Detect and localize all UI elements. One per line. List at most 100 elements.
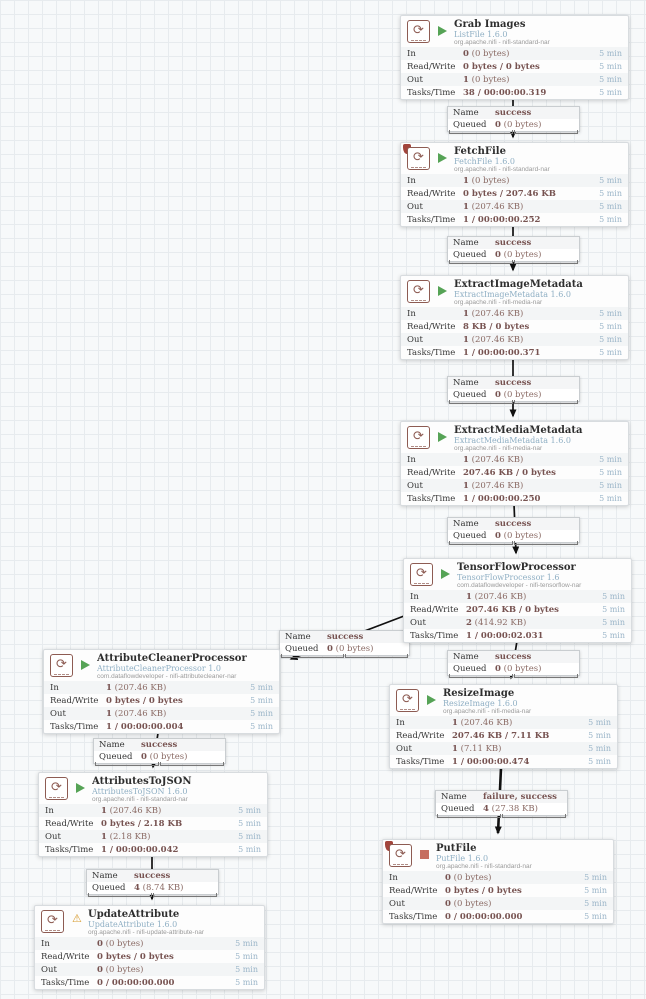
processor-name: PutFile [436, 843, 477, 854]
stat-value: 0 / 00:00:00.000 [445, 911, 523, 922]
connection-label[interactable]: Name success Queued 0 (0 bytes) [447, 376, 580, 404]
stat-period: 5 min [235, 939, 258, 948]
processor-node[interactable]: ⟳ TensorFlowProcessor TensorFlowProcesso… [403, 558, 632, 643]
connection-name-row: Name success [448, 377, 579, 389]
connection-label[interactable]: Name success Queued 0 (0 bytes) [447, 106, 580, 134]
connection-name-row: Name success [448, 237, 579, 249]
processor-header: ⟳ AttributeCleanerProcessor AttributeCle… [44, 650, 279, 681]
stat-period: 5 min [250, 709, 273, 718]
stat-value: 207.46 KB / 0 bytes [466, 604, 559, 615]
stat-label: Read/Write [41, 951, 90, 962]
stat-row: Read/Write 0 bytes / 0 bytes 5 min [35, 950, 264, 963]
connection-name-key: Name [453, 108, 479, 118]
connection-label[interactable]: Name success Queued 0 (0 bytes) [447, 650, 580, 678]
connection-queued-value: 0 (0 bytes) [495, 250, 542, 260]
processor-header: ⟳ FetchFile FetchFile 1.6.0 org.apache.n… [401, 143, 628, 174]
stat-row: Read/Write 0 bytes / 0 bytes 5 min [44, 694, 279, 707]
processor-header: ⟳ ExtractMediaMetadata ExtractMediaMetad… [401, 422, 628, 453]
processor-header: ⟳ PutFile PutFile 1.6.0 org.apache.nifi … [383, 840, 613, 871]
processor-type: TensorFlowProcessor 1.6 [457, 573, 560, 582]
stat-value: 0 (0 bytes) [445, 872, 492, 883]
processor-node[interactable]: ⟳ ExtractMediaMetadata ExtractMediaMetad… [400, 421, 629, 506]
stat-value: 1 (0 bytes) [463, 175, 510, 186]
stat-value: 1 (207.46 KB) [463, 201, 524, 212]
stat-label: In [389, 872, 398, 883]
connection-queued-key: Queued [453, 390, 487, 400]
connection-relationship: success [495, 519, 532, 529]
queue-indicator-tick [514, 674, 578, 678]
processor-name: FetchFile [454, 146, 506, 157]
processor-node[interactable]: ⟳ ExtractImageMetadata ExtractImageMetad… [400, 275, 629, 360]
processor-node[interactable]: ⟳ AttributesToJSON AttributesToJSON 1.6.… [38, 772, 268, 857]
connection-label[interactable]: Name success Queued 0 (0 bytes) [447, 236, 580, 264]
processor-node[interactable]: ⟳ ⚠ UpdateAttribute UpdateAttribute 1.6.… [34, 905, 265, 990]
stat-row: Read/Write 207.46 KB / 0 bytes 5 min [401, 466, 628, 479]
connection-queued-row: Queued 0 (0 bytes) [94, 751, 225, 763]
processor-header: ⟳ AttributesToJSON AttributesToJSON 1.6.… [39, 773, 267, 804]
processor-node[interactable]: ⟳ ResizeImage ResizeImage 1.6.0 org.apac… [389, 684, 618, 769]
stat-period: 5 min [599, 309, 622, 318]
connection-label[interactable]: Name failure, success Queued 4 (27.38 KB… [435, 790, 568, 818]
processor-bundle: com.dataflowdeveloper - nifi-tensorflow-… [457, 582, 582, 589]
stat-value: 1 (207.46 KB) [106, 682, 167, 693]
stat-row: In 1 (207.46 KB) 5 min [39, 804, 267, 817]
stat-row: In 1 (207.46 KB) 5 min [401, 453, 628, 466]
processor-bundle: com.dataflowdeveloper - nifi-attributecl… [97, 673, 237, 680]
connection-name-key: Name [441, 792, 467, 802]
processor-bundle: org.apache.nifi - nifi-media-nar [454, 299, 543, 306]
processor-icon: ⟳ [410, 563, 433, 586]
connection-label[interactable]: Name success Queued 0 (0 bytes) [447, 517, 580, 545]
processor-bundle: org.apache.nifi - nifi-standard-nar [454, 39, 550, 46]
stat-value: 1 (0 bytes) [463, 74, 510, 85]
stat-row: Read/Write 207.46 KB / 0 bytes 5 min [404, 603, 631, 616]
processor-node[interactable]: ⟳ FetchFile FetchFile 1.6.0 org.apache.n… [400, 142, 629, 227]
processor-node[interactable]: ⟳ PutFile PutFile 1.6.0 org.apache.nifi … [382, 839, 614, 924]
stat-row: Tasks/Time 0 / 00:00:00.000 5 min [35, 976, 264, 989]
stat-period: 5 min [235, 965, 258, 974]
processor-node[interactable]: ⟳ AttributeCleanerProcessor AttributeCle… [43, 649, 280, 734]
connection-label[interactable]: Name success Queued 0 (0 bytes) [93, 738, 226, 766]
stat-period: 5 min [602, 631, 625, 640]
connection-label[interactable]: Name success Queued 0 (0 bytes) [279, 630, 410, 658]
queue-indicator-tick [514, 541, 578, 545]
stat-label: In [407, 308, 416, 319]
connection-relationship: failure, success [483, 792, 557, 802]
stat-period: 5 min [588, 718, 611, 727]
play-icon [76, 783, 85, 793]
processor-node[interactable]: ⟳ Grab Images ListFile 1.6.0 org.apache.… [400, 15, 629, 100]
stat-period: 5 min [238, 845, 261, 854]
processor-type: ExtractMediaMetadata 1.6.0 [454, 436, 571, 445]
stat-value: 1 / 00:00:02.031 [466, 630, 544, 641]
connection-name-row: Name success [448, 518, 579, 530]
stat-row: Tasks/Time 1 / 00:00:00.004 5 min [44, 720, 279, 733]
play-icon [438, 432, 447, 442]
stat-label: Read/Write [407, 61, 456, 72]
connection-queued-value: 4 (8.74 KB) [134, 883, 184, 893]
stat-period: 5 min [599, 75, 622, 84]
stat-label: Read/Write [396, 730, 445, 741]
processor-bundle: org.apache.nifi - nifi-standard-nar [454, 166, 550, 173]
stat-period: 5 min [599, 481, 622, 490]
stat-period: 5 min [599, 202, 622, 211]
connection-label[interactable]: Name success Queued 4 (8.74 KB) [86, 869, 219, 897]
connection-name-key: Name [453, 519, 479, 529]
queue-indicator-tick [160, 762, 224, 766]
stat-label: Tasks/Time [407, 493, 456, 504]
stat-label: Read/Write [45, 818, 94, 829]
processor-icon: ⟳ [407, 20, 430, 43]
processor-icon: ⟳ [407, 280, 430, 303]
stat-row: Out 0 (0 bytes) 5 min [383, 897, 613, 910]
connection-name-row: Name success [448, 107, 579, 119]
connection-name-row: Name success [280, 631, 409, 643]
play-icon [81, 660, 90, 670]
stat-label: Out [45, 831, 61, 842]
stat-value: 0 bytes / 0 bytes [97, 951, 174, 962]
connection-queued-row: Queued 0 (0 bytes) [448, 389, 579, 401]
stat-value: 0 bytes / 2.18 KB [101, 818, 183, 829]
connection-relationship: success [134, 871, 171, 881]
play-icon [438, 286, 447, 296]
stat-label: Out [410, 617, 426, 628]
stat-row: Read/Write 0 bytes / 0 bytes 5 min [383, 884, 613, 897]
stat-row: In 0 (0 bytes) 5 min [35, 937, 264, 950]
